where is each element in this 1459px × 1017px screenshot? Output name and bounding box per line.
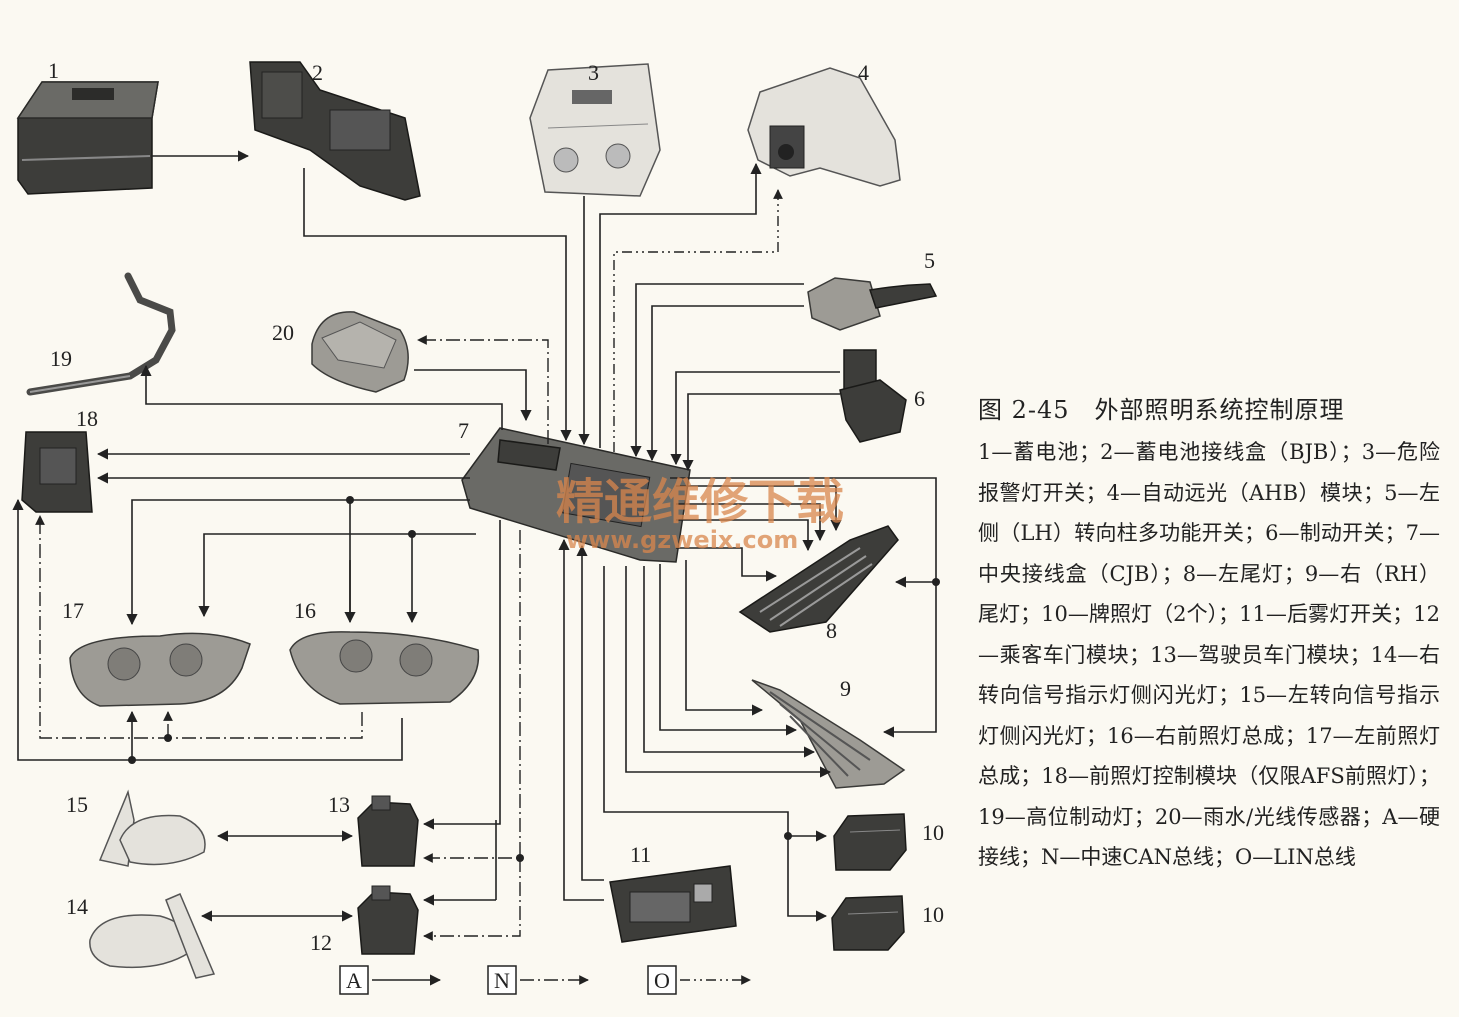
wiring xyxy=(12,150,940,941)
figure-caption: 图 2-45 外部照明系统控制原理 1—蓄电池；2—蓄电池接线盒（BJB）；3—… xyxy=(978,392,1440,878)
label-13: 13 xyxy=(328,792,350,817)
ahb-module-part xyxy=(747,67,901,187)
label-6: 6 xyxy=(914,386,925,411)
rear-fog-switch-part xyxy=(609,865,737,943)
left-headlamp-part xyxy=(69,632,251,707)
battery-junction-box-part xyxy=(249,61,421,201)
licence-lamp-part-upper xyxy=(833,813,907,871)
legend-hardwire: A xyxy=(339,965,442,995)
left-tail-lamp-part xyxy=(738,525,899,633)
label-17: 17 xyxy=(62,598,84,623)
label-8: 8 xyxy=(826,618,837,643)
label-10-lower: 10 xyxy=(922,902,944,927)
svg-text:A: A xyxy=(346,968,362,993)
label-1: 1 xyxy=(48,58,59,83)
multifunction-switch-part xyxy=(807,277,938,331)
label-10-upper: 10 xyxy=(922,820,944,845)
label-15: 15 xyxy=(66,792,88,817)
label-18: 18 xyxy=(76,406,98,431)
licence-lamp-part-lower xyxy=(831,895,905,951)
figure-title: 图 2-45 外部照明系统控制原理 xyxy=(978,396,1345,424)
label-5: 5 xyxy=(924,248,935,273)
high-mount-stop-lamp-part xyxy=(26,272,176,396)
left-mirror-part xyxy=(98,789,206,867)
legend: A N O xyxy=(339,965,751,995)
right-headlamp-part xyxy=(289,631,480,705)
legend-lin-bus: O xyxy=(647,965,751,995)
label-2: 2 xyxy=(312,60,323,85)
passenger-door-module-part xyxy=(357,885,419,955)
headlamp-control-module-part xyxy=(21,431,93,513)
figure-description: 1—蓄电池；2—蓄电池接线盒（BJB）；3—危险报警灯开关；4—自动远光（AHB… xyxy=(978,440,1440,869)
right-tail-lamp-part xyxy=(751,679,906,789)
label-20: 20 xyxy=(272,320,294,345)
hazard-switch-part xyxy=(529,63,661,197)
rain-light-sensor-part xyxy=(311,311,409,393)
label-7: 7 xyxy=(458,418,469,443)
driver-door-module-part xyxy=(357,795,419,867)
battery-part xyxy=(16,81,159,195)
label-3: 3 xyxy=(588,60,599,85)
component-labels: 1 2 3 4 5 6 7 8 9 10 10 11 12 13 14 15 1… xyxy=(48,58,944,955)
central-junction-box-part xyxy=(461,427,691,563)
legend-can-bus: N xyxy=(487,965,589,995)
label-12: 12 xyxy=(310,930,332,955)
label-16: 16 xyxy=(294,598,316,623)
label-14: 14 xyxy=(66,894,88,919)
svg-text:www.gzweix.com: www.gzweix.com xyxy=(566,526,798,554)
label-4: 4 xyxy=(858,60,869,85)
brake-switch-part xyxy=(839,349,907,443)
svg-text:精通维修下载: 精通维修下载 xyxy=(556,474,844,530)
watermark: 精通维修下载 www.gzweix.com xyxy=(556,474,844,554)
label-11: 11 xyxy=(630,842,651,867)
svg-text:O: O xyxy=(654,968,670,993)
label-9: 9 xyxy=(840,676,851,701)
svg-text:N: N xyxy=(494,968,510,993)
label-19: 19 xyxy=(50,346,72,371)
right-mirror-part xyxy=(89,893,216,979)
